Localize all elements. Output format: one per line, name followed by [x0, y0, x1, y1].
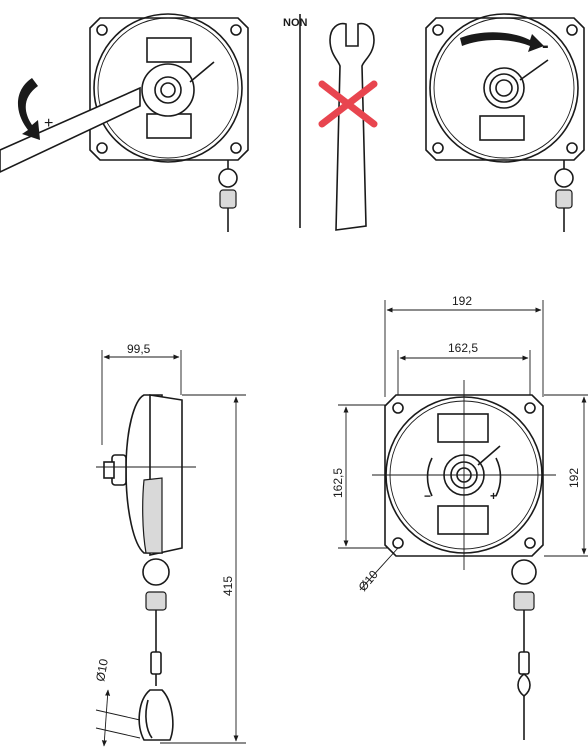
dim-side-depth: 99,5 [127, 342, 151, 356]
panel-loosen: - [425, 13, 585, 232]
wrench-vertical [329, 22, 375, 231]
plus-sign: + [44, 115, 53, 132]
side-view: 99,5 415 Ø10 [93, 342, 246, 747]
dim-hole-spacing-height: 162,5 [331, 468, 345, 498]
front-view: 192 162,5 162,5 192 − + [331, 294, 588, 740]
minus-sign: - [542, 35, 549, 57]
non-label: NON [283, 17, 308, 29]
dim-overall-height: 192 [567, 468, 581, 488]
housing-plate-right [425, 17, 585, 161]
dim-hole-spacing-width: 162,5 [448, 341, 478, 355]
rotate-arrow-icon [17, 78, 40, 140]
prohibited-cross-icon [318, 80, 378, 128]
svg-text:−: − [424, 489, 431, 503]
panel-do-not: NON [283, 14, 378, 231]
panel-tighten-with-wrench: + [0, 13, 249, 232]
dim-hook-diameter: Ø10 [93, 657, 111, 682]
carabiner-hook [138, 689, 174, 741]
dim-overall-width: 192 [452, 294, 472, 308]
svg-text:+: + [490, 489, 497, 503]
housing-disc [93, 13, 243, 163]
wrench [0, 86, 141, 173]
dim-total-height: 415 [221, 576, 235, 596]
rotate-arrow-right-icon [460, 32, 544, 52]
